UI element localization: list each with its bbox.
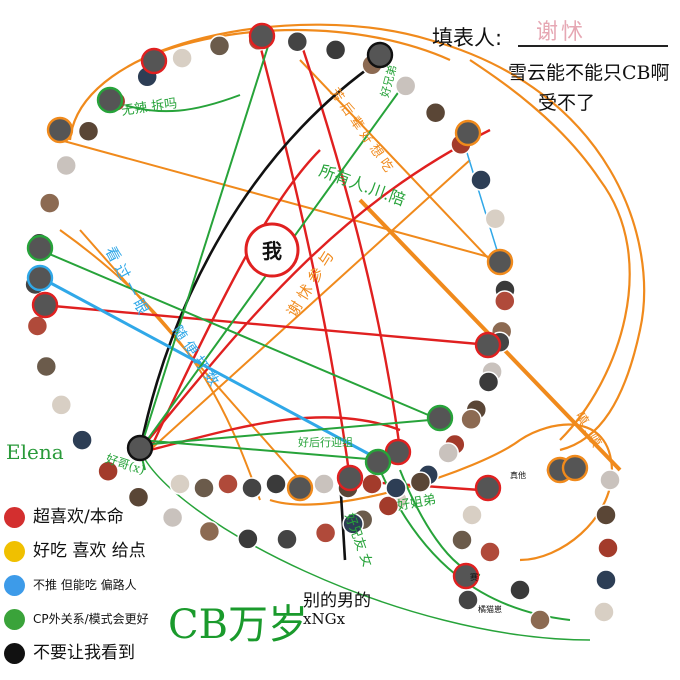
character-portrait [326, 40, 346, 60]
annotation-green-bottom: 好后行迎组 [298, 435, 353, 449]
character-portrait [72, 430, 92, 450]
orange-line-b [150, 160, 470, 450]
orange-line-c [300, 60, 490, 260]
character-portrait [79, 121, 99, 141]
black-dot-icon [4, 643, 25, 664]
character-portrait [462, 505, 482, 525]
highlighted-portrait [288, 476, 312, 500]
character-portrait [287, 32, 307, 52]
character-portrait [56, 156, 76, 176]
annotation-small1: 真他 [510, 470, 526, 480]
character-portrait [452, 530, 472, 550]
character-portrait [598, 538, 618, 558]
note-line-1: 雪云能不能只CB啊 [508, 58, 670, 85]
character-portrait [530, 610, 550, 630]
character-portrait [479, 372, 499, 392]
character-portrait [596, 570, 616, 590]
legend: 超喜欢/本命 好吃 喜欢 给点 不推 但能吃 偏路人 CP外关系/模式会更好 不… [4, 500, 204, 670]
character-portrait [510, 580, 530, 600]
character-portrait [458, 590, 478, 610]
character-portrait [170, 474, 190, 494]
character-portrait [27, 316, 47, 336]
character-portrait [238, 529, 258, 549]
character-portrait [438, 443, 458, 463]
highlighted-portrait [476, 333, 500, 357]
highlighted-portrait [563, 456, 587, 480]
annotation-blue-diag: 看 过 一 眼 [101, 243, 152, 317]
annotation-top-left: 无辣.拆吗 [120, 96, 178, 119]
character-portrait [426, 103, 446, 123]
legend-label: 好吃 喜欢 给点 [33, 543, 146, 560]
character-portrait [194, 478, 214, 498]
character-portrait [51, 395, 71, 415]
yellow-dot-icon [4, 541, 25, 562]
highlighted-portrait [128, 436, 152, 460]
note-line-2: 受不了 [538, 88, 595, 115]
center-label: 我 [262, 239, 282, 263]
red-line-1 [42, 305, 490, 345]
highlighted-portrait [366, 450, 390, 474]
legend-item-ok: 不推 但能吃 偏路人 [4, 568, 204, 602]
highlighted-portrait [250, 24, 274, 48]
ng-line-1: 别的男的 [303, 586, 371, 611]
character-portrait [461, 409, 481, 429]
character-portrait [210, 36, 230, 56]
character-portrait [471, 170, 491, 190]
character-portrait [266, 474, 286, 494]
legend-label: 超喜欢/本命 [33, 509, 124, 526]
highlighted-portrait [98, 88, 122, 112]
highlighted-portrait [368, 43, 392, 67]
legend-item-ng: 不要让我看到 [4, 636, 204, 670]
highlighted-portrait [48, 118, 72, 142]
character-portrait [594, 602, 614, 622]
character-portrait [40, 193, 60, 213]
character-portrait [242, 478, 262, 498]
highlighted-portrait [142, 49, 166, 73]
legend-label: CP外关系/模式会更好 [33, 612, 163, 626]
legend-item-other: CP外关系/模式会更好 [4, 602, 204, 636]
blue-dot-icon [4, 575, 25, 596]
green-line-5 [140, 420, 430, 445]
character-portrait [172, 48, 192, 68]
annotation-small2: 赛 [470, 572, 478, 582]
highlighted-portrait [476, 476, 500, 500]
fill-label: 填表人: [432, 22, 502, 52]
legend-item-like: 好吃 喜欢 给点 [4, 534, 204, 568]
fill-underline [518, 45, 668, 47]
character-portrait [396, 76, 416, 96]
highlighted-portrait [28, 266, 52, 290]
annotation-blue-diag2: 随 便 打 数 [169, 323, 223, 390]
highlighted-portrait [456, 121, 480, 145]
character-portrait [36, 357, 56, 377]
character-portrait [314, 474, 334, 494]
highlighted-portrait [28, 236, 52, 260]
character-portrait [277, 529, 297, 549]
character-portrait [495, 291, 515, 311]
character-portrait [386, 478, 406, 498]
character-portrait [600, 470, 620, 490]
highlighted-portrait [488, 250, 512, 274]
character-portrait [410, 472, 430, 492]
character-portrait [362, 474, 382, 494]
character-portrait [218, 474, 238, 494]
highlighted-portrait [33, 293, 57, 317]
highlighted-portrait [338, 466, 362, 490]
red-dot-icon [4, 507, 25, 528]
ng-line-2: xNGx [303, 610, 345, 628]
highlighted-portrait [428, 406, 452, 430]
green-dot-icon [4, 609, 25, 630]
elena-label: Elena [6, 440, 64, 464]
character-portrait [596, 505, 616, 525]
legend-label: 不要让我看到 [33, 645, 135, 662]
character-portrait [485, 209, 505, 229]
character-portrait [316, 523, 336, 543]
legend-label: 不推 但能吃 偏路人 [33, 577, 137, 594]
fill-value: 谢怵 [536, 14, 586, 46]
annotation-small3: 橘猫崽 [478, 604, 502, 614]
character-portrait [480, 542, 500, 562]
legend-item-favorite: 超喜欢/本命 [4, 500, 204, 534]
